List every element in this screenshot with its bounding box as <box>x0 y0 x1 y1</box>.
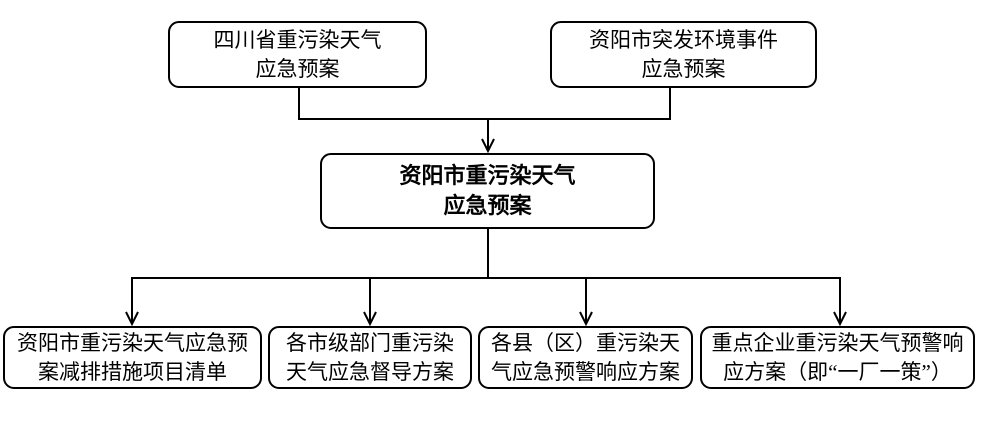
connector-center-arrowhead <box>481 138 495 154</box>
node-label-line1: 重点企业重污染天气预警响 <box>711 330 964 355</box>
node-label-line2: 天气应急督导方案 <box>286 359 454 384</box>
connector-bottom1-arrowhead <box>125 311 139 327</box>
node-label-line2: 应急预案 <box>641 56 726 81</box>
node-label-line2: 应方案（即“一厂一策”） <box>723 359 952 384</box>
node-ziyang-heavy-pollution-plan: 资阳市重污染天气 应急预案 <box>320 153 655 229</box>
node-label-line1: 各市级部门重污染 <box>286 330 454 355</box>
connector-bottom3-arrowhead <box>579 311 593 327</box>
node-label-line1: 资阳市重污染天气应急预 <box>17 330 248 355</box>
connector-bottom2-arrowhead <box>363 311 377 327</box>
connector-bottom4-arrowhead <box>833 311 847 327</box>
node-label-line1: 资阳市重污染天气 <box>399 163 576 189</box>
node-label-line2: 气应急预警响应方案 <box>491 359 680 384</box>
node-label-line2: 案减排措施项目清单 <box>38 359 227 384</box>
node-label-line2: 应急预案 <box>255 56 340 81</box>
node-label-line1: 各县（区）重污染天 <box>491 330 680 355</box>
node-label-line2: 应急预案 <box>443 193 532 218</box>
node-municipal-departments-supervision-plan: 各市级部门重污染 天气应急督导方案 <box>268 326 472 389</box>
node-key-enterprise-warning-response-plan: 重点企业重污染天气预警响 应方案（即“一厂一策”） <box>700 326 975 389</box>
node-label-line1: 资阳市突发环境事件 <box>589 27 778 52</box>
node-emission-reduction-project-list: 资阳市重污染天气应急预 案减排措施项目清单 <box>3 326 262 389</box>
node-sichuan-province-plan: 四川省重污染天气 应急预案 <box>168 21 427 88</box>
node-label-line1: 四川省重污染天气 <box>213 27 382 52</box>
node-county-district-warning-response-plan: 各县（区）重污染天 气应急预警响应方案 <box>478 326 693 389</box>
node-ziyang-environment-incident-plan: 资阳市突发环境事件 应急预案 <box>550 21 817 88</box>
